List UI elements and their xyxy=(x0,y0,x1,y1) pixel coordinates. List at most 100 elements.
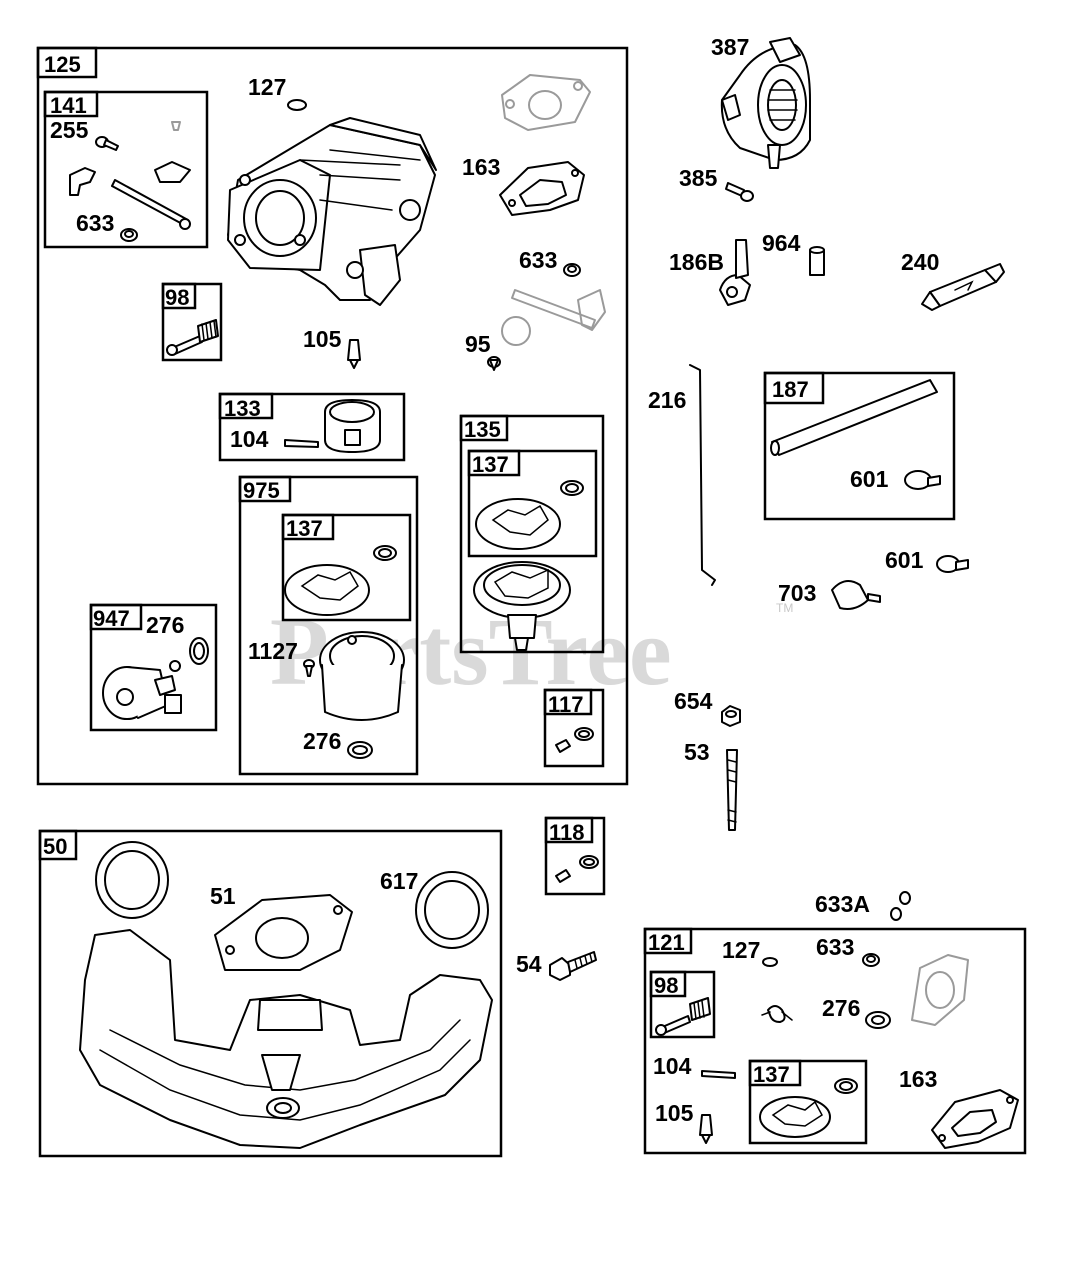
gasket-upper[interactable] xyxy=(501,74,591,131)
part-51-gasket[interactable] xyxy=(214,894,353,971)
group-133-label: 133 xyxy=(224,396,261,421)
part-633-label-c: 633 xyxy=(816,934,854,960)
group-135-label: 135 xyxy=(464,417,501,442)
part-617-label: 617 xyxy=(380,868,418,894)
fuel-solenoid[interactable] xyxy=(102,660,182,720)
part-276-label-c: 276 xyxy=(822,995,860,1021)
stud-53[interactable] xyxy=(726,749,738,831)
intake-manifold[interactable] xyxy=(79,929,493,1149)
part-964-sleeve[interactable] xyxy=(809,246,825,276)
group-137-c[interactable]: 137 xyxy=(748,1059,868,1145)
group-50[interactable]: 50 xyxy=(38,829,503,1158)
group-121[interactable]: 121 xyxy=(643,927,1027,1155)
group-947[interactable]: 947 xyxy=(89,603,218,732)
part-54-label: 54 xyxy=(516,951,542,977)
part-255-screw[interactable] xyxy=(95,136,119,151)
part-163-gasket[interactable] xyxy=(499,161,585,216)
float-bowl-135[interactable] xyxy=(473,561,571,651)
part-51-label: 51 xyxy=(210,883,236,909)
part-654-nut[interactable] xyxy=(721,705,741,727)
part-964-label: 964 xyxy=(762,230,801,256)
group-141-label: 141 xyxy=(50,93,87,118)
group-137-a[interactable]: 137 xyxy=(467,449,598,558)
group-118[interactable]: 118 xyxy=(544,816,606,896)
part-54-bolt[interactable] xyxy=(549,951,597,981)
choke-spring[interactable] xyxy=(761,1005,793,1023)
part-127-plug-b[interactable] xyxy=(762,957,778,967)
bowl-gasket-a[interactable] xyxy=(475,480,584,550)
part-703-label: 703 xyxy=(778,580,816,606)
part-633-bushing-b[interactable] xyxy=(563,263,581,277)
part-276-washer-b[interactable] xyxy=(347,741,373,759)
group-118-label: 118 xyxy=(549,820,585,845)
part-385-screw[interactable] xyxy=(725,182,754,202)
group-125[interactable]: 125 xyxy=(36,46,629,786)
part-127[interactable] xyxy=(287,99,307,111)
fuel-fitting[interactable] xyxy=(719,239,751,306)
main-jet-117[interactable] xyxy=(555,727,594,753)
group-187[interactable]: 187 xyxy=(763,371,956,521)
part-163-gasket-b[interactable] xyxy=(931,1089,1019,1149)
group-137-b-label: 137 xyxy=(286,516,323,541)
part-105-needle-b[interactable] xyxy=(699,1114,713,1144)
spring-clip-703[interactable] xyxy=(831,580,881,610)
part-654-label: 654 xyxy=(674,688,713,714)
choke-shaft[interactable] xyxy=(501,289,606,346)
part-255-label: 255 xyxy=(50,117,89,143)
group-98[interactable]: 98 xyxy=(161,282,223,362)
group-975[interactable]: 975 xyxy=(238,475,419,776)
gasket-121-upper[interactable] xyxy=(911,954,969,1026)
part-385-label: 385 xyxy=(679,165,718,191)
part-601-label-a: 601 xyxy=(850,466,889,492)
governor-link[interactable] xyxy=(689,364,716,586)
part-633-bushing-c[interactable] xyxy=(862,953,880,967)
part-1127-label: 1127 xyxy=(248,638,298,664)
part-105-needle[interactable] xyxy=(347,339,361,369)
throttle-linkage[interactable] xyxy=(69,161,191,230)
group-117-label: 117 xyxy=(548,692,584,717)
part-276-washer-c[interactable] xyxy=(865,1011,891,1029)
fuel-pump[interactable] xyxy=(720,37,811,169)
group-137-a-label: 137 xyxy=(472,452,509,477)
part-104-pin[interactable] xyxy=(284,439,319,448)
intake-gasket-right[interactable] xyxy=(415,871,489,949)
part-95-screw[interactable] xyxy=(487,356,501,371)
carb-float[interactable] xyxy=(324,399,381,453)
group-98-b[interactable]: 98 xyxy=(649,970,716,1039)
part-633a-label: 633A xyxy=(815,891,870,917)
part-104-label-b: 104 xyxy=(653,1053,692,1079)
group-98-label: 98 xyxy=(165,285,189,310)
carburetor-body[interactable] xyxy=(227,117,437,306)
part-387-label: 387 xyxy=(711,34,749,60)
group-50-label: 50 xyxy=(43,834,67,859)
part-633-bushing-a[interactable] xyxy=(120,228,138,242)
part-186b-label: 186B xyxy=(669,249,724,275)
part-104-pin-b[interactable] xyxy=(701,1070,736,1079)
bowl-gasket-c[interactable] xyxy=(759,1078,858,1138)
main-jet-118[interactable] xyxy=(555,855,599,883)
fuel-hose[interactable] xyxy=(770,379,938,456)
idle-screw-spring[interactable] xyxy=(166,319,219,356)
group-137-b[interactable]: 137 xyxy=(281,513,412,622)
part-601-label-b: 601 xyxy=(885,547,924,573)
bowl-gasket-b[interactable] xyxy=(284,545,397,616)
part-53-label: 53 xyxy=(684,739,710,765)
part-104-label-a: 104 xyxy=(230,426,269,452)
part-276-label-b: 276 xyxy=(303,728,341,754)
part-95-label: 95 xyxy=(465,331,491,357)
group-135[interactable]: 135 xyxy=(459,414,605,654)
group-141[interactable]: 141 xyxy=(43,90,209,249)
fuel-filter[interactable] xyxy=(921,263,1005,311)
float-bowl-975[interactable] xyxy=(319,631,405,721)
idle-screw-spring-b[interactable] xyxy=(655,997,711,1036)
hose-clamp-a[interactable] xyxy=(904,470,941,490)
part-240-label: 240 xyxy=(901,249,939,275)
group-133[interactable]: 133 xyxy=(218,392,406,462)
hose-clamp-b[interactable] xyxy=(936,555,969,573)
part-633a-washers[interactable] xyxy=(890,891,911,921)
group-117[interactable]: 117 xyxy=(543,688,605,768)
part-276-washer-a[interactable] xyxy=(189,637,209,665)
tiny-screw xyxy=(171,121,181,131)
intake-gasket-left[interactable] xyxy=(95,841,169,919)
part-1127-screw[interactable] xyxy=(303,659,315,677)
